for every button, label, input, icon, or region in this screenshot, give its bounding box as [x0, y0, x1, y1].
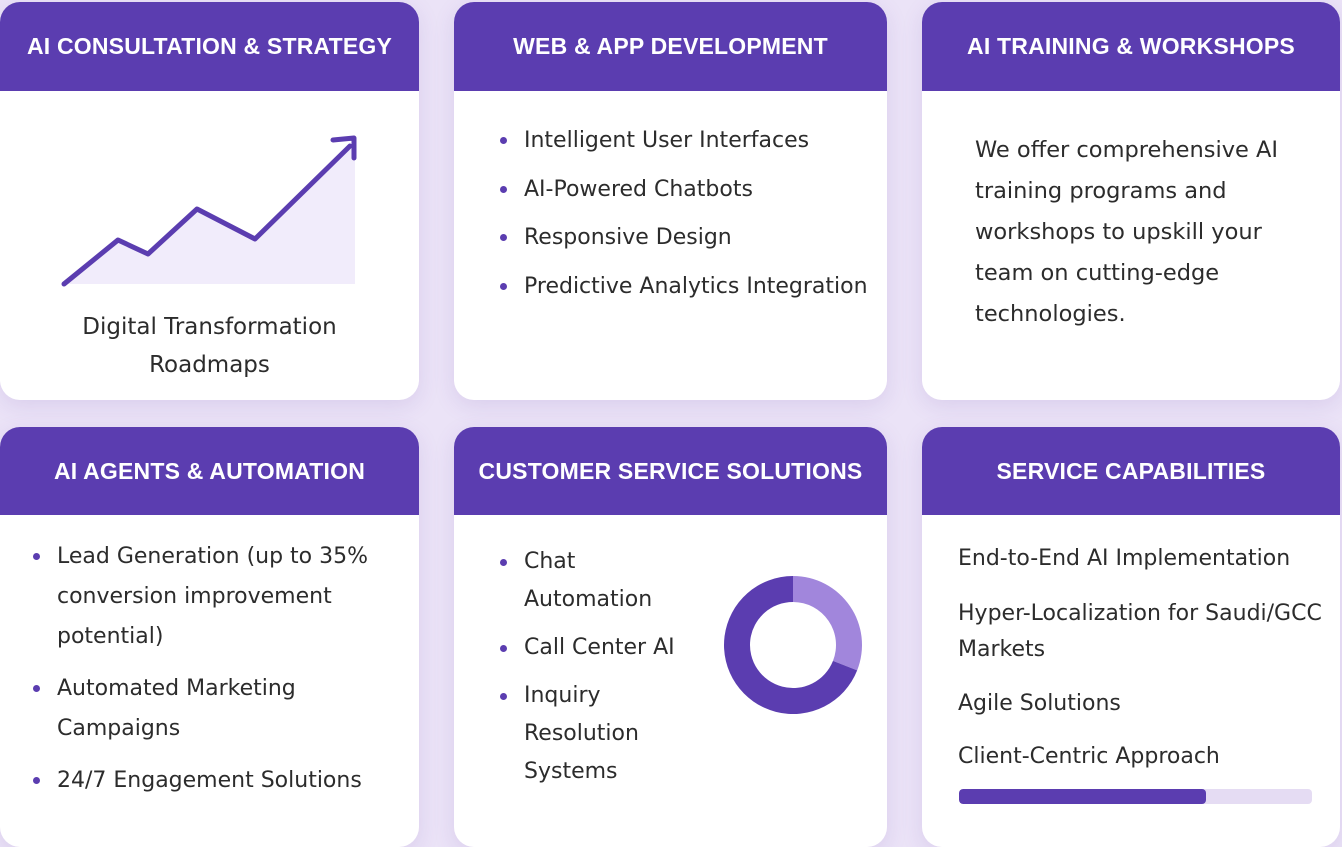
card-caption: Digital Transformation Roadmaps — [0, 308, 419, 384]
list-item: 24/7 Engagement Solutions — [33, 761, 413, 801]
card-title: CUSTOMER SERVICE SOLUTIONS — [478, 457, 863, 484]
list-item: Automated Marketing Campaigns — [33, 669, 413, 749]
arrow-head — [330, 135, 357, 161]
list-item: Agile Solutions — [958, 686, 1328, 722]
bullet-icon — [500, 185, 507, 193]
list-item-label: AI-Powered Chatbots — [524, 176, 753, 202]
card-ai-agents: AI AGENTS & AUTOMATION Lead Generation (… — [0, 427, 419, 847]
list-item-line: 24/7 Engagement Solutions — [57, 768, 362, 793]
trend-area — [64, 142, 355, 284]
progress-bar — [959, 789, 1312, 804]
list-item-line: Automated Marketing — [57, 676, 296, 701]
list-item-label: Responsive Design — [524, 225, 732, 250]
list-item: Client-Centric Approach — [958, 739, 1328, 775]
list-item: Intelligent User Interfaces — [500, 121, 868, 160]
description-line: team on cutting-edge — [975, 260, 1220, 286]
feature-list: Intelligent User Interfaces AI-Powered C… — [500, 121, 868, 315]
donut-slice-secondary — [793, 576, 862, 671]
bullet-icon — [33, 777, 40, 784]
card-header: AI TRAINING & WORKSHOPS — [922, 2, 1340, 91]
list-item: Inquiry Resolution Systems — [500, 677, 680, 791]
card-web-app-development: WEB & APP DEVELOPMENT Intelligent User I… — [454, 2, 887, 400]
card-title: AI TRAINING & WORKSHOPS — [967, 33, 1295, 59]
card-title: AI CONSULTATION & STRATEGY — [26, 33, 393, 59]
list-item-line: Hyper-Localization for Saudi/GCC — [958, 601, 1322, 626]
list-item: Responsive Design — [500, 218, 868, 257]
card-header: SERVICE CAPABILITIES — [922, 427, 1340, 515]
caption-line: Roadmaps — [149, 352, 270, 378]
card-header: AI CONSULTATION & STRATEGY — [0, 2, 419, 91]
list-item-line: conversion improvement — [57, 584, 332, 609]
bullet-icon — [33, 553, 40, 560]
card-customer-service: CUSTOMER SERVICE SOLUTIONS Chat Automati… — [454, 427, 887, 847]
donut-chart-icon — [724, 576, 862, 714]
bullet-icon — [33, 685, 40, 692]
progress-bar-fill — [959, 789, 1207, 804]
list-item-line: Call Center AI — [524, 635, 675, 660]
list-item: Call Center AI — [500, 629, 680, 667]
list-item-line: Lead Generation (up to 35% — [57, 544, 369, 569]
list-item: Hyper-Localization for Saudi/GCC Markets — [958, 596, 1328, 668]
capabilities-list: End-to-End AI Implementation Hyper-Local… — [958, 541, 1328, 775]
donut-slice-primary — [724, 576, 858, 714]
description-line: workshops to upskill your — [975, 219, 1262, 245]
list-item: End-to-End AI Implementation — [958, 541, 1328, 577]
list-item: Predictive Analytics Integration — [500, 267, 868, 306]
list-item-line: Markets — [958, 637, 1046, 662]
bullet-icon — [500, 282, 507, 290]
bullet-icon — [500, 234, 507, 241]
list-item-line: Client-Centric Approach — [958, 744, 1220, 769]
list-item-line: Systems — [524, 759, 618, 784]
card-service-capabilities: SERVICE CAPABILITIES End-to-End AI Imple… — [922, 427, 1340, 847]
list-item: Chat Automation — [500, 543, 680, 619]
list-item-line: Resolution — [524, 721, 639, 746]
card-title: SERVICE CAPABILITIES — [996, 457, 1266, 484]
list-item-line: Campaigns — [57, 716, 181, 741]
list-item-line: Inquiry — [524, 683, 601, 708]
bullet-icon — [500, 693, 507, 700]
card-description: We offer comprehensive AI training progr… — [975, 130, 1315, 335]
card-title: WEB & APP DEVELOPMENT — [513, 33, 828, 59]
list-item-label: Predictive Analytics Integration — [524, 273, 868, 299]
trend-arrow-icon — [61, 135, 357, 287]
list-item-line: potential) — [57, 624, 164, 649]
list-item-line: Chat Automation — [524, 549, 653, 612]
description-line: technologies. — [975, 301, 1126, 327]
list-item-label: Intelligent User Interfaces — [524, 128, 810, 153]
bullet-icon — [500, 559, 507, 566]
description-line: training programs and — [975, 178, 1227, 204]
bullet-icon — [500, 645, 507, 652]
trend-line — [61, 143, 353, 287]
caption-line: Digital Transformation — [82, 314, 337, 340]
card-ai-training: AI TRAINING & WORKSHOPS We offer compreh… — [922, 2, 1340, 400]
card-header: WEB & APP DEVELOPMENT — [454, 2, 887, 91]
list-item: Lead Generation (up to 35% conversion im… — [33, 537, 413, 657]
card-title: AI AGENTS & AUTOMATION — [53, 457, 366, 484]
card-header: AI AGENTS & AUTOMATION — [0, 427, 419, 515]
description-line: We offer comprehensive AI — [975, 137, 1279, 163]
feature-list: Chat Automation Call Center AI Inquiry R… — [500, 543, 680, 801]
card-header: CUSTOMER SERVICE SOLUTIONS — [454, 427, 887, 515]
list-item: AI-Powered Chatbots — [500, 170, 868, 209]
bullet-icon — [500, 137, 507, 144]
list-item-line: End-to-End AI Implementation — [958, 546, 1291, 571]
card-ai-consultation: AI CONSULTATION & STRATEGY Digital Trans… — [0, 2, 419, 400]
list-item-line: Agile Solutions — [958, 691, 1121, 716]
feature-list: Lead Generation (up to 35% conversion im… — [33, 537, 413, 813]
